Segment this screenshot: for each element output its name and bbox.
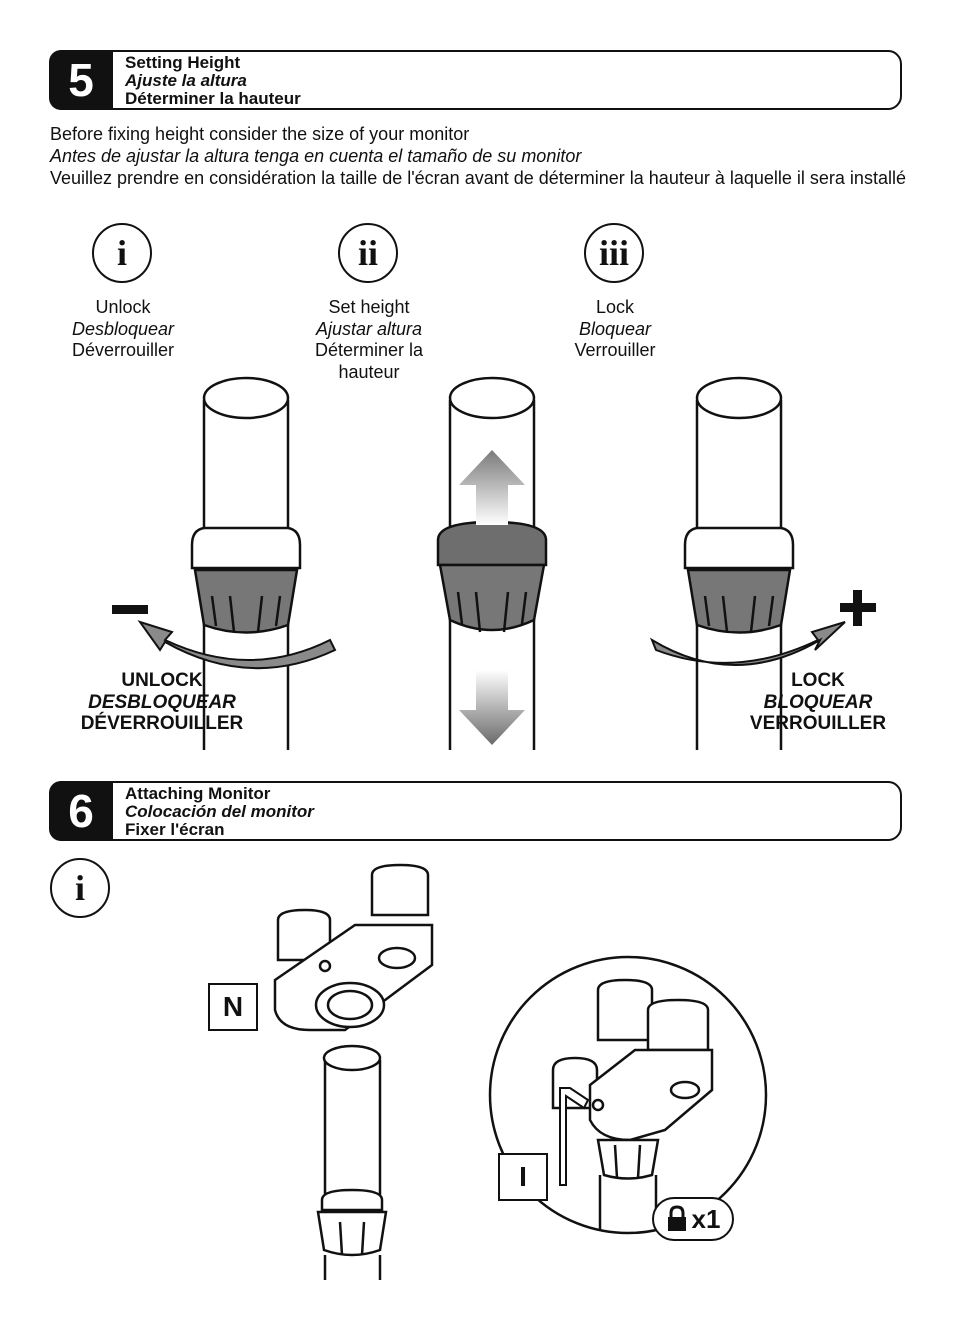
step-title-es: Ajuste la altura — [125, 71, 247, 90]
minus-icon — [112, 605, 148, 614]
caption-fr: VERROUILLER — [749, 713, 887, 734]
quantity-text: x1 — [691, 1203, 721, 1234]
substep-fr: Verrouiller — [574, 340, 656, 360]
substep-numeral-iii: iii — [584, 223, 644, 283]
pole-lock-icon — [683, 376, 795, 750]
intro-fr: Veuillez prendre en considération la tai… — [50, 168, 906, 188]
part-label-i: I — [498, 1153, 548, 1201]
caption-en: LOCK — [791, 670, 845, 691]
unlock-caption: UNLOCK DESBLOQUEAR DÉVERROUILLER — [72, 670, 252, 735]
step-title-en: Attaching Monitor — [125, 784, 271, 803]
substep-es: Bloquear — [578, 318, 652, 339]
step-title-fr: Déterminer la hauteur — [125, 89, 301, 108]
arrow-up-icon — [459, 450, 525, 525]
pole-unlock-icon — [190, 376, 302, 750]
step-title-fr: Fixer l'écran — [125, 820, 225, 839]
step-number: 6 — [49, 781, 113, 841]
assembled-bracket-icon — [551, 978, 714, 1230]
step-title-es: Colocación del monitor — [125, 802, 314, 821]
substep-label-lock: Lock Bloquear Verrouiller — [535, 297, 695, 362]
caption-fr: DÉVERROUILLER — [80, 713, 244, 734]
substep-en: Lock — [595, 297, 635, 317]
caption-es: BLOQUEAR — [763, 691, 873, 713]
allen-key-icon — [559, 1087, 590, 1186]
substep-fr: Déverrouiller — [71, 340, 175, 360]
bracket-n-icon — [273, 863, 434, 1032]
substep-label-set-height: Set height Ajustar altura Déterminer la … — [289, 297, 449, 383]
step-6-header: 6 Attaching Monitor Colocación del monit… — [49, 781, 902, 841]
substep-fr: Déterminer la hauteur — [314, 340, 424, 382]
substep-label-unlock: Unlock Desbloquear Déverrouiller — [43, 297, 203, 362]
substep-en: Set height — [328, 297, 410, 317]
padlock-icon — [667, 1205, 686, 1231]
substep-en: Unlock — [95, 297, 151, 317]
substep-numeral-ii: ii — [338, 223, 398, 283]
part-label-n: N — [208, 983, 258, 1031]
substep-es: Ajustar altura — [315, 318, 423, 339]
substep-numeral-i: i — [50, 858, 110, 918]
pole-set-height-icon — [436, 376, 548, 750]
arrow-down-icon — [459, 670, 525, 745]
caption-es: DESBLOQUEAR — [88, 691, 236, 713]
intro-en: Before fixing height consider the size o… — [50, 124, 470, 144]
unlock-rotate-arrow-icon — [137, 620, 337, 670]
substep-numeral-i: i — [92, 223, 152, 283]
lock-rotate-arrow-icon — [649, 621, 846, 666]
quantity-badge: x1 — [652, 1197, 734, 1241]
pole-lower-icon — [316, 1044, 388, 1280]
step-number: 5 — [49, 50, 113, 110]
intro-es: Antes de ajustar la altura tenga en cuen… — [50, 146, 582, 166]
intro-text: Before fixing height consider the size o… — [50, 123, 910, 189]
lock-caption: LOCK BLOQUEAR VERROUILLER — [738, 670, 898, 735]
step-title-en: Setting Height — [125, 53, 241, 72]
step-5-header: 5 Setting Height Ajuste la altura Déterm… — [49, 50, 902, 110]
substep-es: Desbloquear — [71, 318, 175, 339]
plus-icon — [840, 590, 876, 626]
caption-en: UNLOCK — [121, 670, 203, 691]
